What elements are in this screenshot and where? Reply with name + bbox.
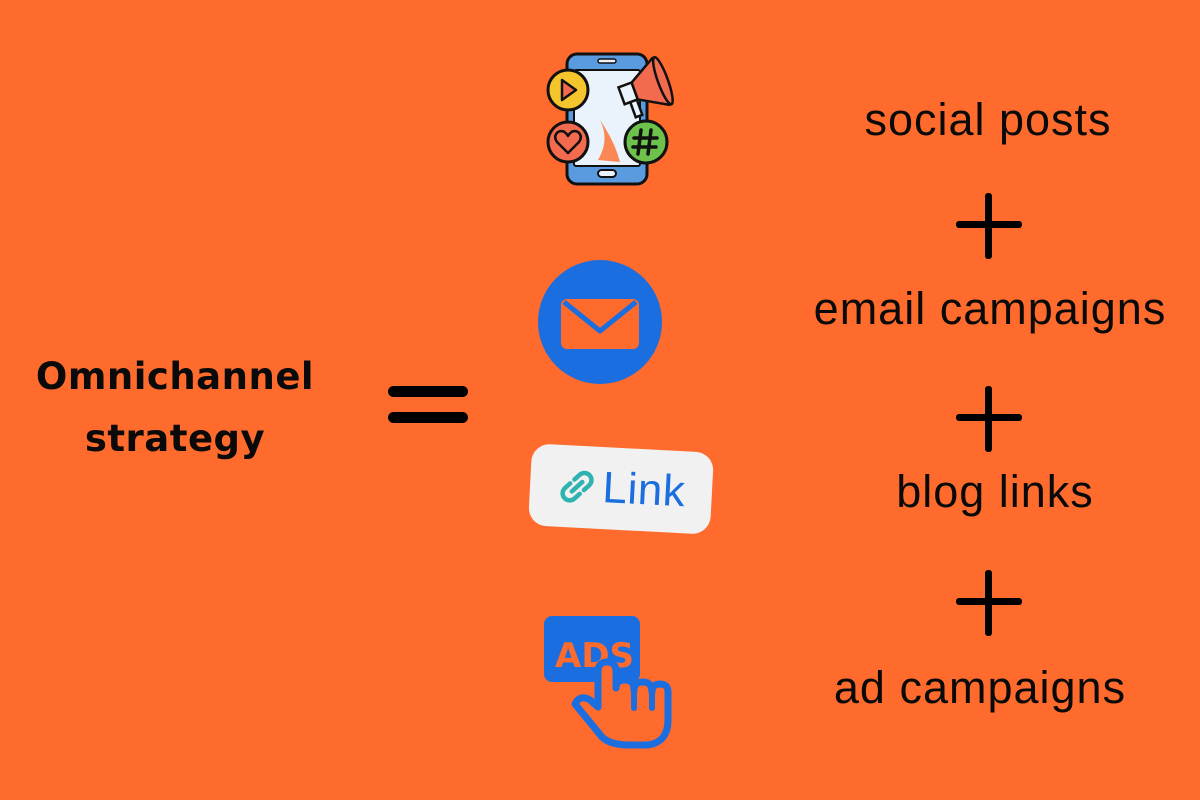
chain-link-icon — [560, 470, 594, 503]
smartphone-megaphone-social-icon — [546, 52, 674, 186]
channel-label-email-campaigns: email campaigns — [813, 283, 1167, 334]
plus-icon — [956, 386, 1022, 452]
channel-label-social-posts: social posts — [864, 94, 1112, 145]
ads-click-hand-icon: ADS — [544, 616, 672, 749]
title-line-1: Omnichannel — [35, 355, 315, 398]
plus-icon — [956, 570, 1022, 636]
channel-label-blog-links: blog links — [896, 466, 1094, 517]
title-line-2: strategy — [84, 417, 266, 460]
omnichannel-strategy-title: Omnichannel strategy — [20, 346, 330, 470]
plus-icon — [956, 193, 1022, 259]
channel-label-ad-campaigns: ad campaigns — [833, 662, 1127, 713]
link-chip-icon: Link — [527, 443, 715, 535]
link-chip-text: Link — [601, 463, 687, 517]
equals-sign-icon — [388, 384, 468, 424]
svg-text:ADS: ADS — [555, 636, 634, 676]
email-envelope-icon — [538, 260, 662, 384]
